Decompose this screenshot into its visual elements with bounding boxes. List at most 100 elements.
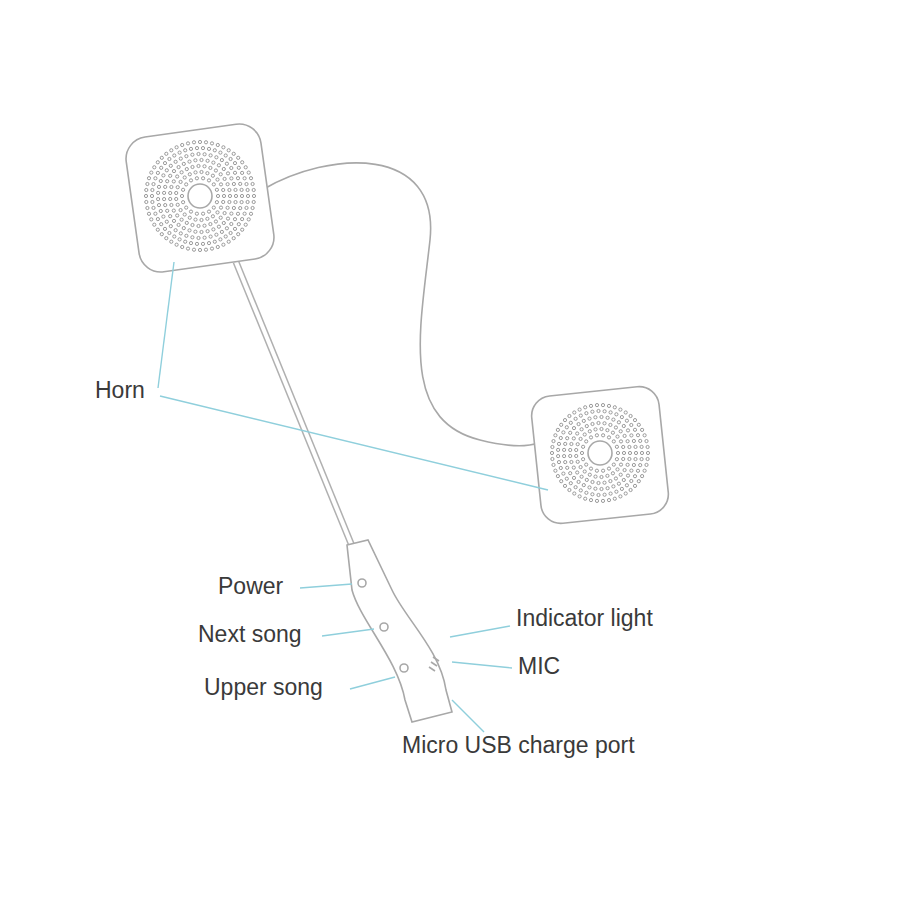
grille-hole xyxy=(606,474,609,477)
grille-hole xyxy=(168,231,171,234)
grille-hole xyxy=(202,177,205,180)
grille-hole xyxy=(173,154,176,157)
grille-hole xyxy=(639,439,642,442)
grille-hole xyxy=(643,469,646,472)
grille-hole xyxy=(579,466,582,469)
grille-hole xyxy=(619,408,622,411)
grille-hole xyxy=(192,248,195,251)
grille-hole xyxy=(565,477,568,480)
grille-hole xyxy=(562,472,565,475)
grille-hole xyxy=(606,416,609,419)
grille-hole xyxy=(569,454,572,457)
grille-hole xyxy=(220,159,223,162)
grille-hole xyxy=(166,180,169,183)
grille-hole xyxy=(164,185,167,188)
grille-hole xyxy=(630,469,633,472)
grille-hole xyxy=(232,237,235,240)
grille-hole xyxy=(554,434,557,437)
grille-hole xyxy=(237,166,240,169)
grille-hole xyxy=(616,435,619,438)
speaker-grille xyxy=(144,140,649,502)
grille-hole xyxy=(588,430,591,433)
grille-hole xyxy=(216,143,219,146)
grille-hole xyxy=(163,198,166,201)
grille-hole xyxy=(584,406,587,409)
grille-hole xyxy=(633,484,636,487)
grille-hole xyxy=(615,490,618,493)
grille-hole xyxy=(623,469,626,472)
grille-hole xyxy=(251,206,254,209)
grille-hole xyxy=(247,218,250,221)
grille-hole xyxy=(216,245,219,248)
grille-hole xyxy=(212,161,215,164)
grille-hole xyxy=(629,488,632,491)
grille-hole xyxy=(188,216,191,219)
grille-hole xyxy=(646,451,649,454)
part-label: Horn xyxy=(95,378,145,403)
grille-hole xyxy=(602,469,605,472)
grille-hole xyxy=(595,499,598,502)
grille-hole xyxy=(597,493,600,496)
grille-hole xyxy=(632,463,635,466)
grille-hole xyxy=(578,495,581,498)
grille-hole xyxy=(175,243,178,246)
grille-hole xyxy=(244,166,247,169)
grille-hole xyxy=(226,217,229,220)
grille-hole xyxy=(252,200,255,203)
grille-hole xyxy=(160,233,163,236)
grille-hole xyxy=(206,159,209,162)
grille-hole xyxy=(163,191,166,194)
leader-line xyxy=(452,700,484,732)
grille-hole xyxy=(551,445,554,448)
grille-hole xyxy=(236,212,239,215)
grille-hole xyxy=(606,429,609,432)
grille-hole xyxy=(169,215,172,218)
grille-hole xyxy=(569,448,572,451)
grille-hole xyxy=(179,157,182,160)
grille-hole xyxy=(215,156,218,159)
grille-hole xyxy=(595,434,598,437)
grille-hole xyxy=(633,475,636,478)
grille-hole xyxy=(212,228,215,231)
grille-hole xyxy=(594,475,597,478)
grille-hole xyxy=(620,416,623,419)
grille-hole xyxy=(178,151,181,154)
grille-hole xyxy=(563,455,566,458)
grille-hole xyxy=(209,223,212,226)
grille-hole xyxy=(226,206,229,209)
grille-hole xyxy=(209,235,212,238)
grille-hole xyxy=(211,174,214,177)
grille-hole xyxy=(228,188,231,191)
grille-hole xyxy=(619,463,622,466)
grille-hole xyxy=(568,414,571,417)
grille-hole xyxy=(195,177,198,180)
grille-hole xyxy=(552,463,555,466)
grille-hole xyxy=(179,232,182,235)
grille-hole xyxy=(194,230,197,233)
grille-hole xyxy=(203,236,206,239)
grille-hole xyxy=(606,487,609,490)
grille-hole xyxy=(628,445,631,448)
grille-hole xyxy=(207,242,210,245)
grille-hole xyxy=(156,218,159,221)
grille-hole xyxy=(243,177,246,180)
grille-hole xyxy=(222,200,225,203)
grille-hole xyxy=(182,162,185,165)
grille-hole xyxy=(579,437,582,440)
grille-hole xyxy=(207,210,210,213)
grille-hole xyxy=(195,242,198,245)
grille-hole xyxy=(210,142,213,145)
grille-hole xyxy=(563,419,566,422)
grille-hole xyxy=(239,207,242,210)
grille-hole xyxy=(213,240,216,243)
grille-hole xyxy=(600,427,603,430)
grille-hole xyxy=(603,481,606,484)
grille-hole xyxy=(566,466,569,469)
grille-hole xyxy=(583,470,586,473)
grille-hole xyxy=(222,194,225,197)
grille-hole xyxy=(180,171,183,174)
grille-hole xyxy=(570,442,573,445)
grille-hole xyxy=(607,436,610,439)
grille-hole xyxy=(198,140,201,143)
grille-hole xyxy=(157,191,160,194)
